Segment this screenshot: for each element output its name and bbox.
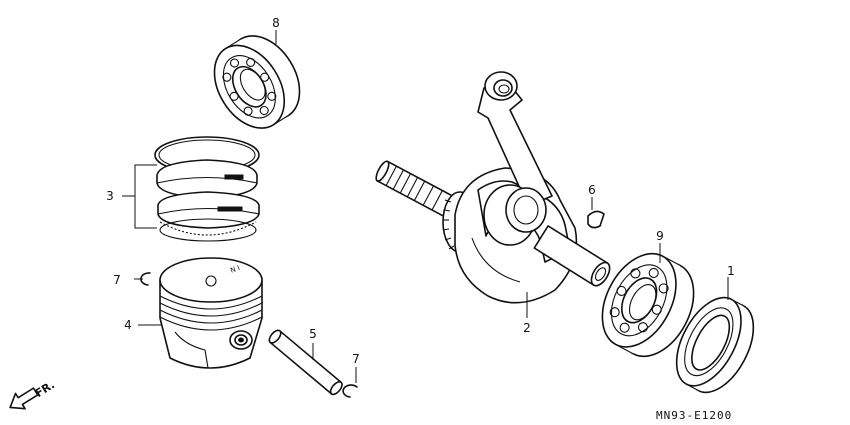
front-label: FR.	[33, 378, 57, 400]
piston-pin-clip-upper	[140, 272, 151, 286]
callout-7-upper: 7	[113, 273, 121, 287]
callout-8: 8	[272, 16, 280, 30]
callout-3: 3	[106, 189, 114, 203]
callout-5: 5	[309, 327, 317, 341]
callout-7-lower: 7	[352, 352, 360, 366]
piston: N I	[159, 257, 263, 369]
woodruff-key	[587, 210, 605, 229]
ring-bracket	[122, 164, 157, 229]
crankshaft	[375, 71, 611, 304]
callout-6: 6	[588, 183, 596, 197]
callout-1: 1	[727, 264, 735, 278]
leader-lines	[134, 30, 729, 383]
arrow-down-left-icon	[9, 387, 39, 410]
callout-4: 4	[124, 318, 132, 332]
front-direction-indicator: FR.	[9, 378, 57, 410]
callout-9: 9	[656, 229, 664, 243]
callout-2: 2	[523, 321, 531, 335]
piston-rings	[154, 136, 260, 242]
piston-mark: N I	[229, 264, 241, 275]
bearing-lower	[601, 252, 695, 358]
oil-seal	[675, 296, 755, 394]
bearing-upper	[213, 35, 301, 129]
piston-pin	[268, 329, 343, 396]
diagram-code: MN93-E1200	[656, 409, 732, 422]
piston-pin-clip-lower	[342, 384, 358, 398]
